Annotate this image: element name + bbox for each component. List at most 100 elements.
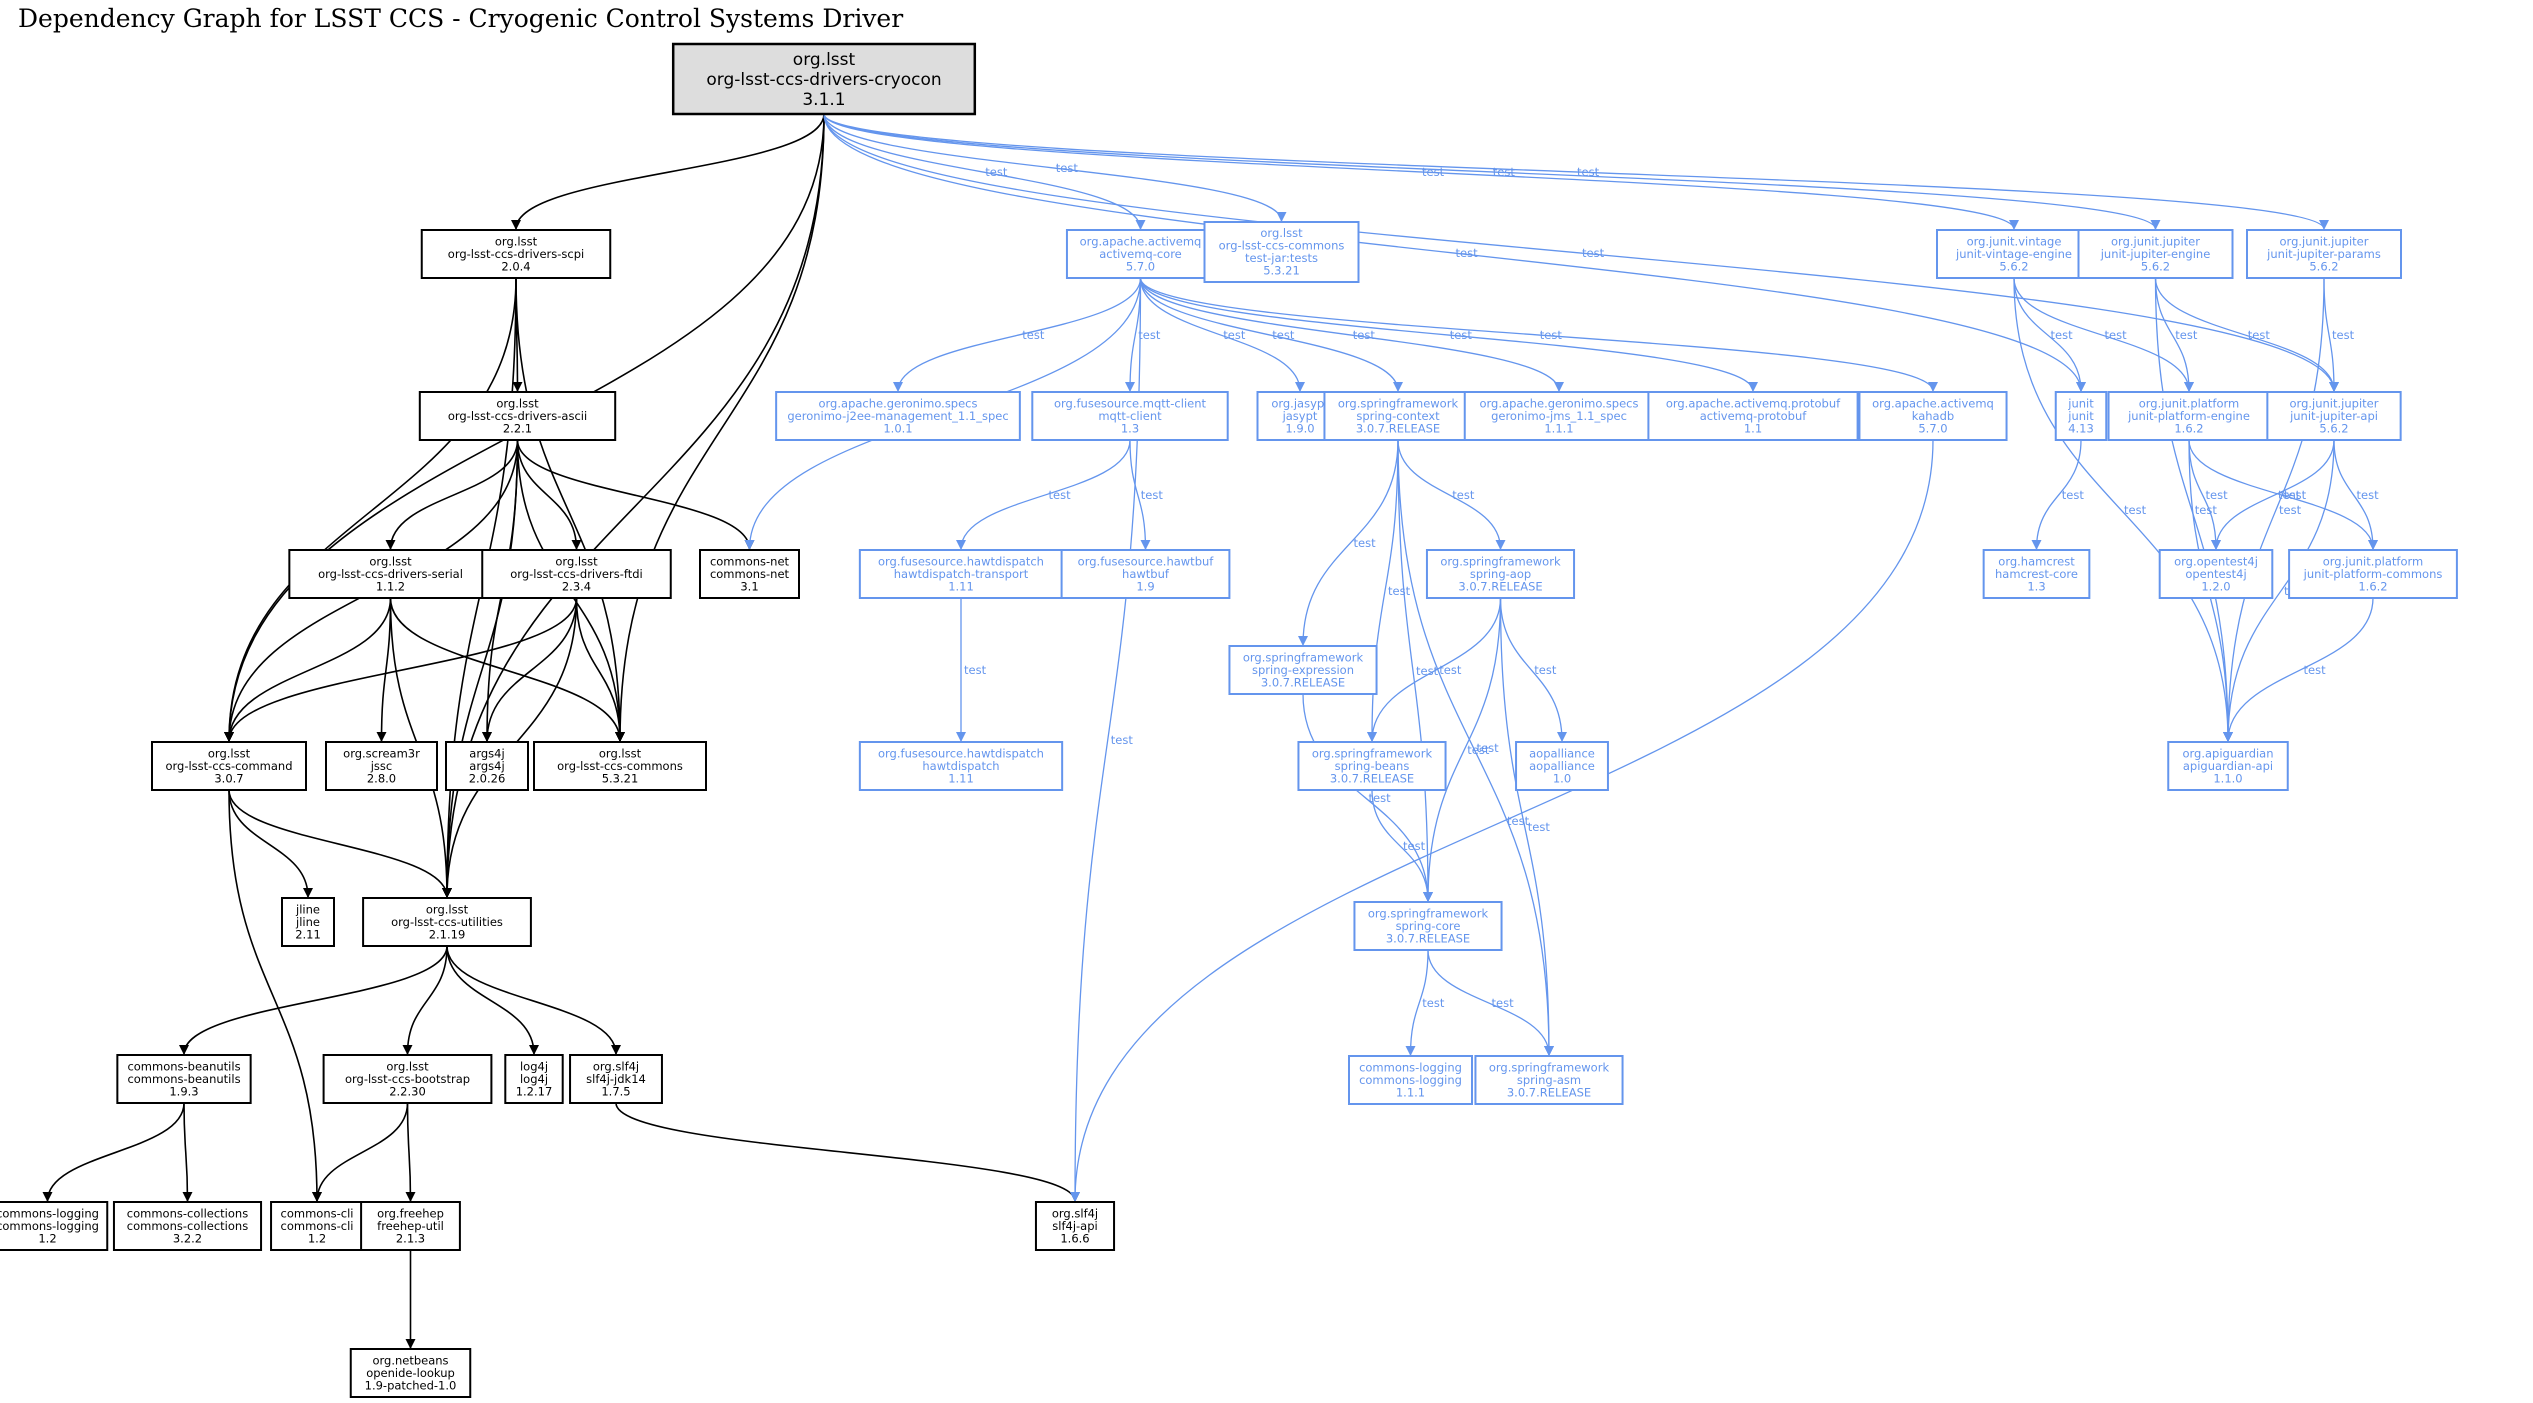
edge-line [511, 113, 825, 230]
node-box [2266, 391, 2402, 441]
edge-label: test [985, 165, 1008, 179]
node-springasm[interactable]: org.springframeworkspring-asm3.0.7.RELEA… [1474, 1055, 1624, 1105]
node-group-id: org.lsst [386, 1059, 429, 1073]
edge-line [1139, 277, 1758, 392]
node-root[interactable]: org.lsstorg-lsst-ccs-drivers-cryocon3.1.… [671, 42, 977, 116]
node-artifact-id: log4j [520, 1072, 548, 1086]
node-vintage[interactable]: org.junit.vintagejunit-vintage-engine5.6… [1936, 229, 2092, 279]
node-group-id: org.fusesource.hawtdispatch [878, 746, 1044, 760]
node-group-id: org.lsst [1260, 226, 1303, 240]
node-box [504, 1054, 564, 1104]
edge-label: test [1416, 664, 1439, 678]
node-j2ee[interactable]: org.apache.geronimo.specsgeronimo-j2ee-m… [775, 391, 1021, 441]
edge-label: test [1456, 246, 1479, 260]
edge-label: test [1493, 165, 1516, 179]
node-artifact-id: hamcrest-core [1995, 567, 2078, 581]
node-group-id: org.lsst [555, 554, 598, 568]
node-ccoll[interactable]: commons-collectionscommons-collections3.… [112, 1201, 263, 1251]
node-springexpr[interactable]: org.springframeworkspring-expression3.0.… [1228, 645, 1378, 695]
node-box [1065, 229, 1216, 279]
node-jms[interactable]: org.apache.geronimo.specsgeronimo-jms_1.… [1463, 391, 1655, 441]
node-hawttrans[interactable]: org.fusesource.hawtdispatchhawtdispatch-… [858, 549, 1064, 599]
node-jupparams[interactable]: org.junit.jupiterjunit-jupiter-params5.6… [2246, 229, 2402, 279]
graph-title: Dependency Graph for LSST CCS - Cryogeni… [18, 4, 904, 33]
edge-line [1139, 277, 1564, 392]
node-artifact-id: geronimo-j2ee-management_1.1_spec [787, 409, 1008, 423]
node-artifact-id: hawtbuf [1122, 567, 1170, 581]
node-version: 2.11 [295, 927, 321, 941]
edge-label: test [1450, 328, 1473, 342]
dependency-edge-vintage-to-platengine: test [2013, 277, 2194, 392]
node-version: 2.0.26 [469, 771, 506, 785]
node-hawtdisp[interactable]: org.fusesource.hawtdispatchhawtdispatch1… [858, 741, 1064, 791]
node-artifact-id: spring-aop [1470, 567, 1531, 581]
edge-line [442, 439, 519, 898]
node-platengine[interactable]: org.junit.platformjunit-platform-engine1… [2107, 391, 2271, 441]
node-version: 1.0 [1553, 771, 1571, 785]
node-artifact-id: org-lsst-ccs-drivers-scpi [448, 247, 584, 261]
node-protobuf[interactable]: org.apache.activemq.protobufactivemq-pro… [1647, 391, 1859, 441]
dependency-edge-vintage-to-junit: test [2013, 277, 2086, 392]
node-version: 1.11 [948, 579, 974, 593]
node-springaop[interactable]: org.springframeworkspring-aop3.0.7.RELEA… [1425, 549, 1576, 599]
node-platcommons[interactable]: org.junit.platformjunit-platform-commons… [2288, 549, 2458, 599]
node-box [1203, 221, 1360, 283]
node-lookup[interactable]: org.netbeansopenide-lookup1.9-patched-1.… [349, 1348, 472, 1398]
node-springbeans[interactable]: org.springframeworkspring-beans3.0.7.REL… [1297, 741, 1447, 791]
node-version: 1.2 [38, 1231, 56, 1245]
dependency-edge-command-to-utilities [228, 789, 452, 898]
node-box [2288, 549, 2458, 599]
node-box [2107, 391, 2271, 441]
node-box [1034, 1201, 1116, 1251]
node-group-id: org.apache.geronimo.specs [819, 396, 978, 410]
node-commonstests[interactable]: org.lsstorg-lsst-ccs-commonstest-jar:tes… [1203, 221, 1360, 283]
node-artifact-id: org-lsst-ccs-drivers-serial [318, 567, 463, 581]
dependency-edge-springaop-to-springcore: test [1423, 597, 1502, 902]
edge-line [2013, 277, 2194, 392]
node-version: 5.6.2 [2319, 421, 2348, 435]
node-version: 1.3 [2027, 579, 2045, 593]
node-group-id: org.scream3r [343, 746, 420, 760]
node-springcore[interactable]: org.springframeworkspring-core3.0.7.RELE… [1353, 901, 1503, 951]
dependency-edge-jdk14-to-slf4japi [615, 1102, 1080, 1202]
edge-label: test [1353, 328, 1376, 342]
edge-label: test [1422, 996, 1445, 1010]
edge-line [1070, 439, 1934, 1202]
node-box [116, 1054, 252, 1104]
dependency-edge-springaop-to-springasm: test [1499, 597, 1554, 1056]
node-jupeng[interactable]: org.junit.jupiterjunit-jupiter-engine5.6… [2077, 229, 2234, 279]
node-box [1474, 1055, 1624, 1105]
edge-label: test [2124, 503, 2147, 517]
node-springctx[interactable]: org.springframeworkspring-context3.0.7.R… [1323, 391, 1473, 441]
